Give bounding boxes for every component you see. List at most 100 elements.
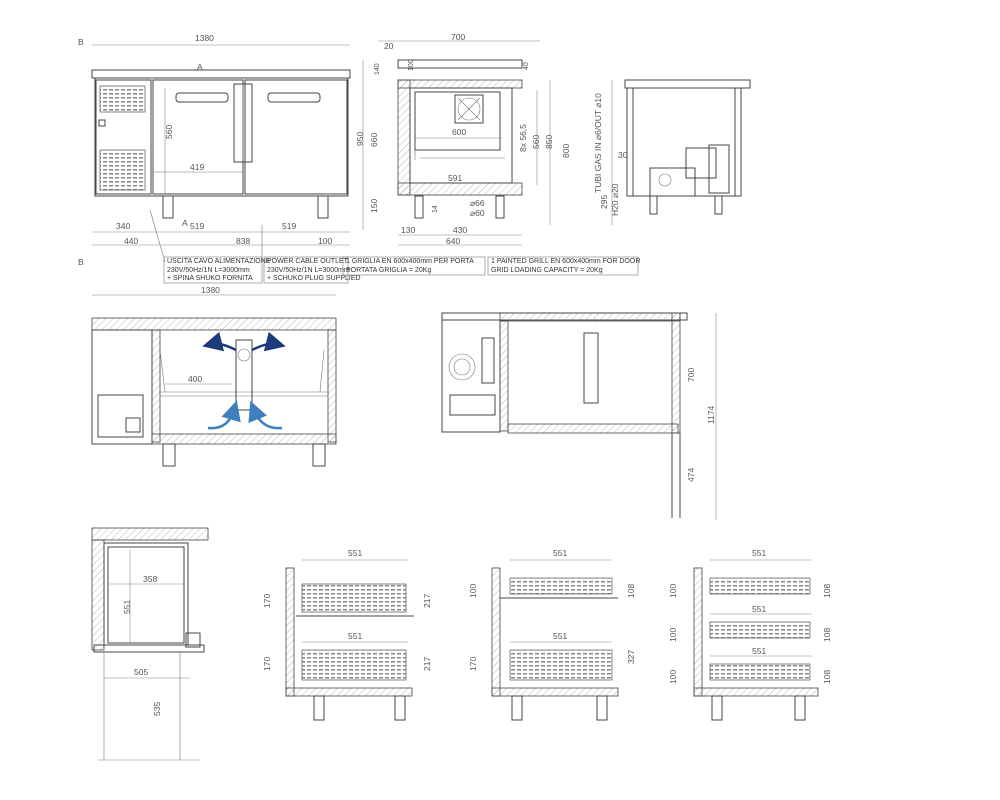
dim-108-a: 108 [822,584,832,598]
gas-pipe-label: TUBI GAS IN ⌀6/OUT ⌀10 [593,93,603,193]
dim-800: 800 [561,144,571,158]
dim-170-top: 170 [262,594,272,608]
rear-view-gas: TUBI GAS IN ⌀6/OUT ⌀10 800 30 295 H20 ⌀2… [561,79,751,225]
dim-340: 340 [116,221,130,231]
compressor-vent-icon [99,85,146,113]
dim-section-width: 1380 [201,285,220,295]
note-line: 230V/50Hz/1N L=3000mm [167,266,250,274]
air-in-arrow-icon [248,400,283,430]
note-power-cable-en: POWER CABLE OUTLET 230V/50Hz/1N L=3000mm… [267,258,361,284]
dim-551-mid: 551 [752,604,766,614]
note-box-grill-en [487,256,639,276]
note-line: 1 PAINTED GRILL EN 600x400mm FOR DOOR [491,258,641,265]
fan-icon [457,97,481,121]
dim-850: 850 [544,135,554,149]
note-box-it [163,256,263,284]
water-drain-label: H20 ⌀20 [610,183,620,216]
dim-430: 430 [453,225,467,235]
drawer-config-3x100: 551 551 551 100 100 100 108 108 108 [668,548,832,721]
dim-950: 950 [355,132,365,146]
dim-551-mid: 551 [553,631,567,641]
dim-door-height: 560 [164,125,174,139]
dim-side-width: 700 [451,32,465,42]
note-line: PORTATA GRIGLIA = 20Kg [346,266,432,274]
dim-551-mid: 551 [348,631,362,641]
note-line: GRID LOADING CAPACITY = 20Kg [491,266,603,274]
dim-551: 551 [122,600,132,614]
dim-327: 327 [626,650,636,664]
dim-100-b: 100 [668,628,678,642]
dim-700: 700 [686,368,696,382]
dim-foot-66: ⌀66 [470,198,485,208]
dim-600: 600 [452,127,466,137]
dim-838: 838 [236,236,250,246]
dim-108-b: 108 [822,628,832,642]
side-view: 700 20 140 100 40 600 591 950 660 150 8x… [355,32,554,246]
note-box-grill-it [342,256,486,276]
dim-217-top: 217 [422,594,432,608]
note-box-en [263,256,349,284]
note-grill-en: 1 PAINTED GRILL EN 600x400mm FOR DOOR GR… [491,258,640,275]
dim-505: 505 [134,667,148,677]
dim-217-bot: 217 [422,657,432,671]
dim-14: 14 [432,205,439,213]
dim-1174: 1174 [706,405,716,424]
dim-108: 108 [626,584,636,598]
dim-foot-60: ⌀60 [470,208,485,218]
dim-140: 140 [374,63,381,75]
note-power-cable-it: USCITA CAVO ALIMENTAZIONE 230V/50Hz/1N L… [167,258,270,284]
door-handle-icon [175,92,229,103]
dim-shelf-400: 400 [188,374,202,384]
air-out-arrow-icon [202,331,237,352]
door-handle-icon [267,92,321,103]
dim-551-top: 551 [752,548,766,558]
evaporator-icon [583,332,599,404]
dim-358: 358 [143,574,157,584]
dim-100-c: 100 [668,670,678,684]
note-line: POWER CABLE OUTLET [267,258,348,265]
section-mark-a: A [197,62,203,72]
air-in-arrow-icon [207,400,241,430]
section-mark-b: B [78,257,84,267]
dim-150: 150 [369,199,379,213]
door-detail: 358 551 505 535 [91,527,209,761]
section-mark-b: B [78,37,84,47]
dim-20: 20 [384,41,394,51]
section-front-airflow: 1380 400 [91,285,337,467]
compressor-vent-icon [99,149,146,191]
section-mark-a: A [182,218,188,228]
dim-100: 100 [318,236,332,246]
section-side: 700 1174 474 [441,312,717,520]
note-line: 1 GRIGLIA EN 600x400mm PER PORTA [346,258,474,265]
dim-295: 295 [599,195,609,209]
dim-100-a: 100 [668,584,678,598]
compressor-icon [658,173,672,187]
dim-535: 535 [152,702,162,716]
dim-shelf: 419 [190,162,204,172]
dim-474: 474 [686,468,696,482]
dim-560: 560 [531,135,541,149]
dim-170-bot: 170 [262,657,272,671]
dim-170: 170 [468,657,478,671]
dim-551-bot: 551 [752,646,766,656]
dim-100: 100 [408,59,415,71]
dim-591: 591 [448,173,462,183]
fan-icon [454,94,484,124]
note-line: USCITA CAVO ALIMENTAZIONE [167,258,271,265]
dim-519-right: 519 [282,221,296,231]
dim-130: 130 [401,225,415,235]
dim-shelf-pitch: 8x 56,5 [518,124,528,152]
note-line: + SPINA SHUKO FORNITA [167,275,253,282]
dim-551-top: 551 [348,548,362,558]
dim-660: 660 [369,133,379,147]
evaporator-icon [235,339,253,411]
drawer-config-mixed: 551 551 100 170 108 327 [468,548,636,721]
dim-front-width: 1380 [195,33,214,43]
drawer-config-2x170: 551 551 170 170 217 217 [262,548,432,721]
dim-551-top: 551 [553,548,567,558]
fan-icon [448,353,476,381]
dim-100: 100 [468,584,478,598]
front-view: 1380 560 419 340 440 519 519 838 100 A A… [78,33,351,267]
air-out-arrow-icon [251,331,286,352]
